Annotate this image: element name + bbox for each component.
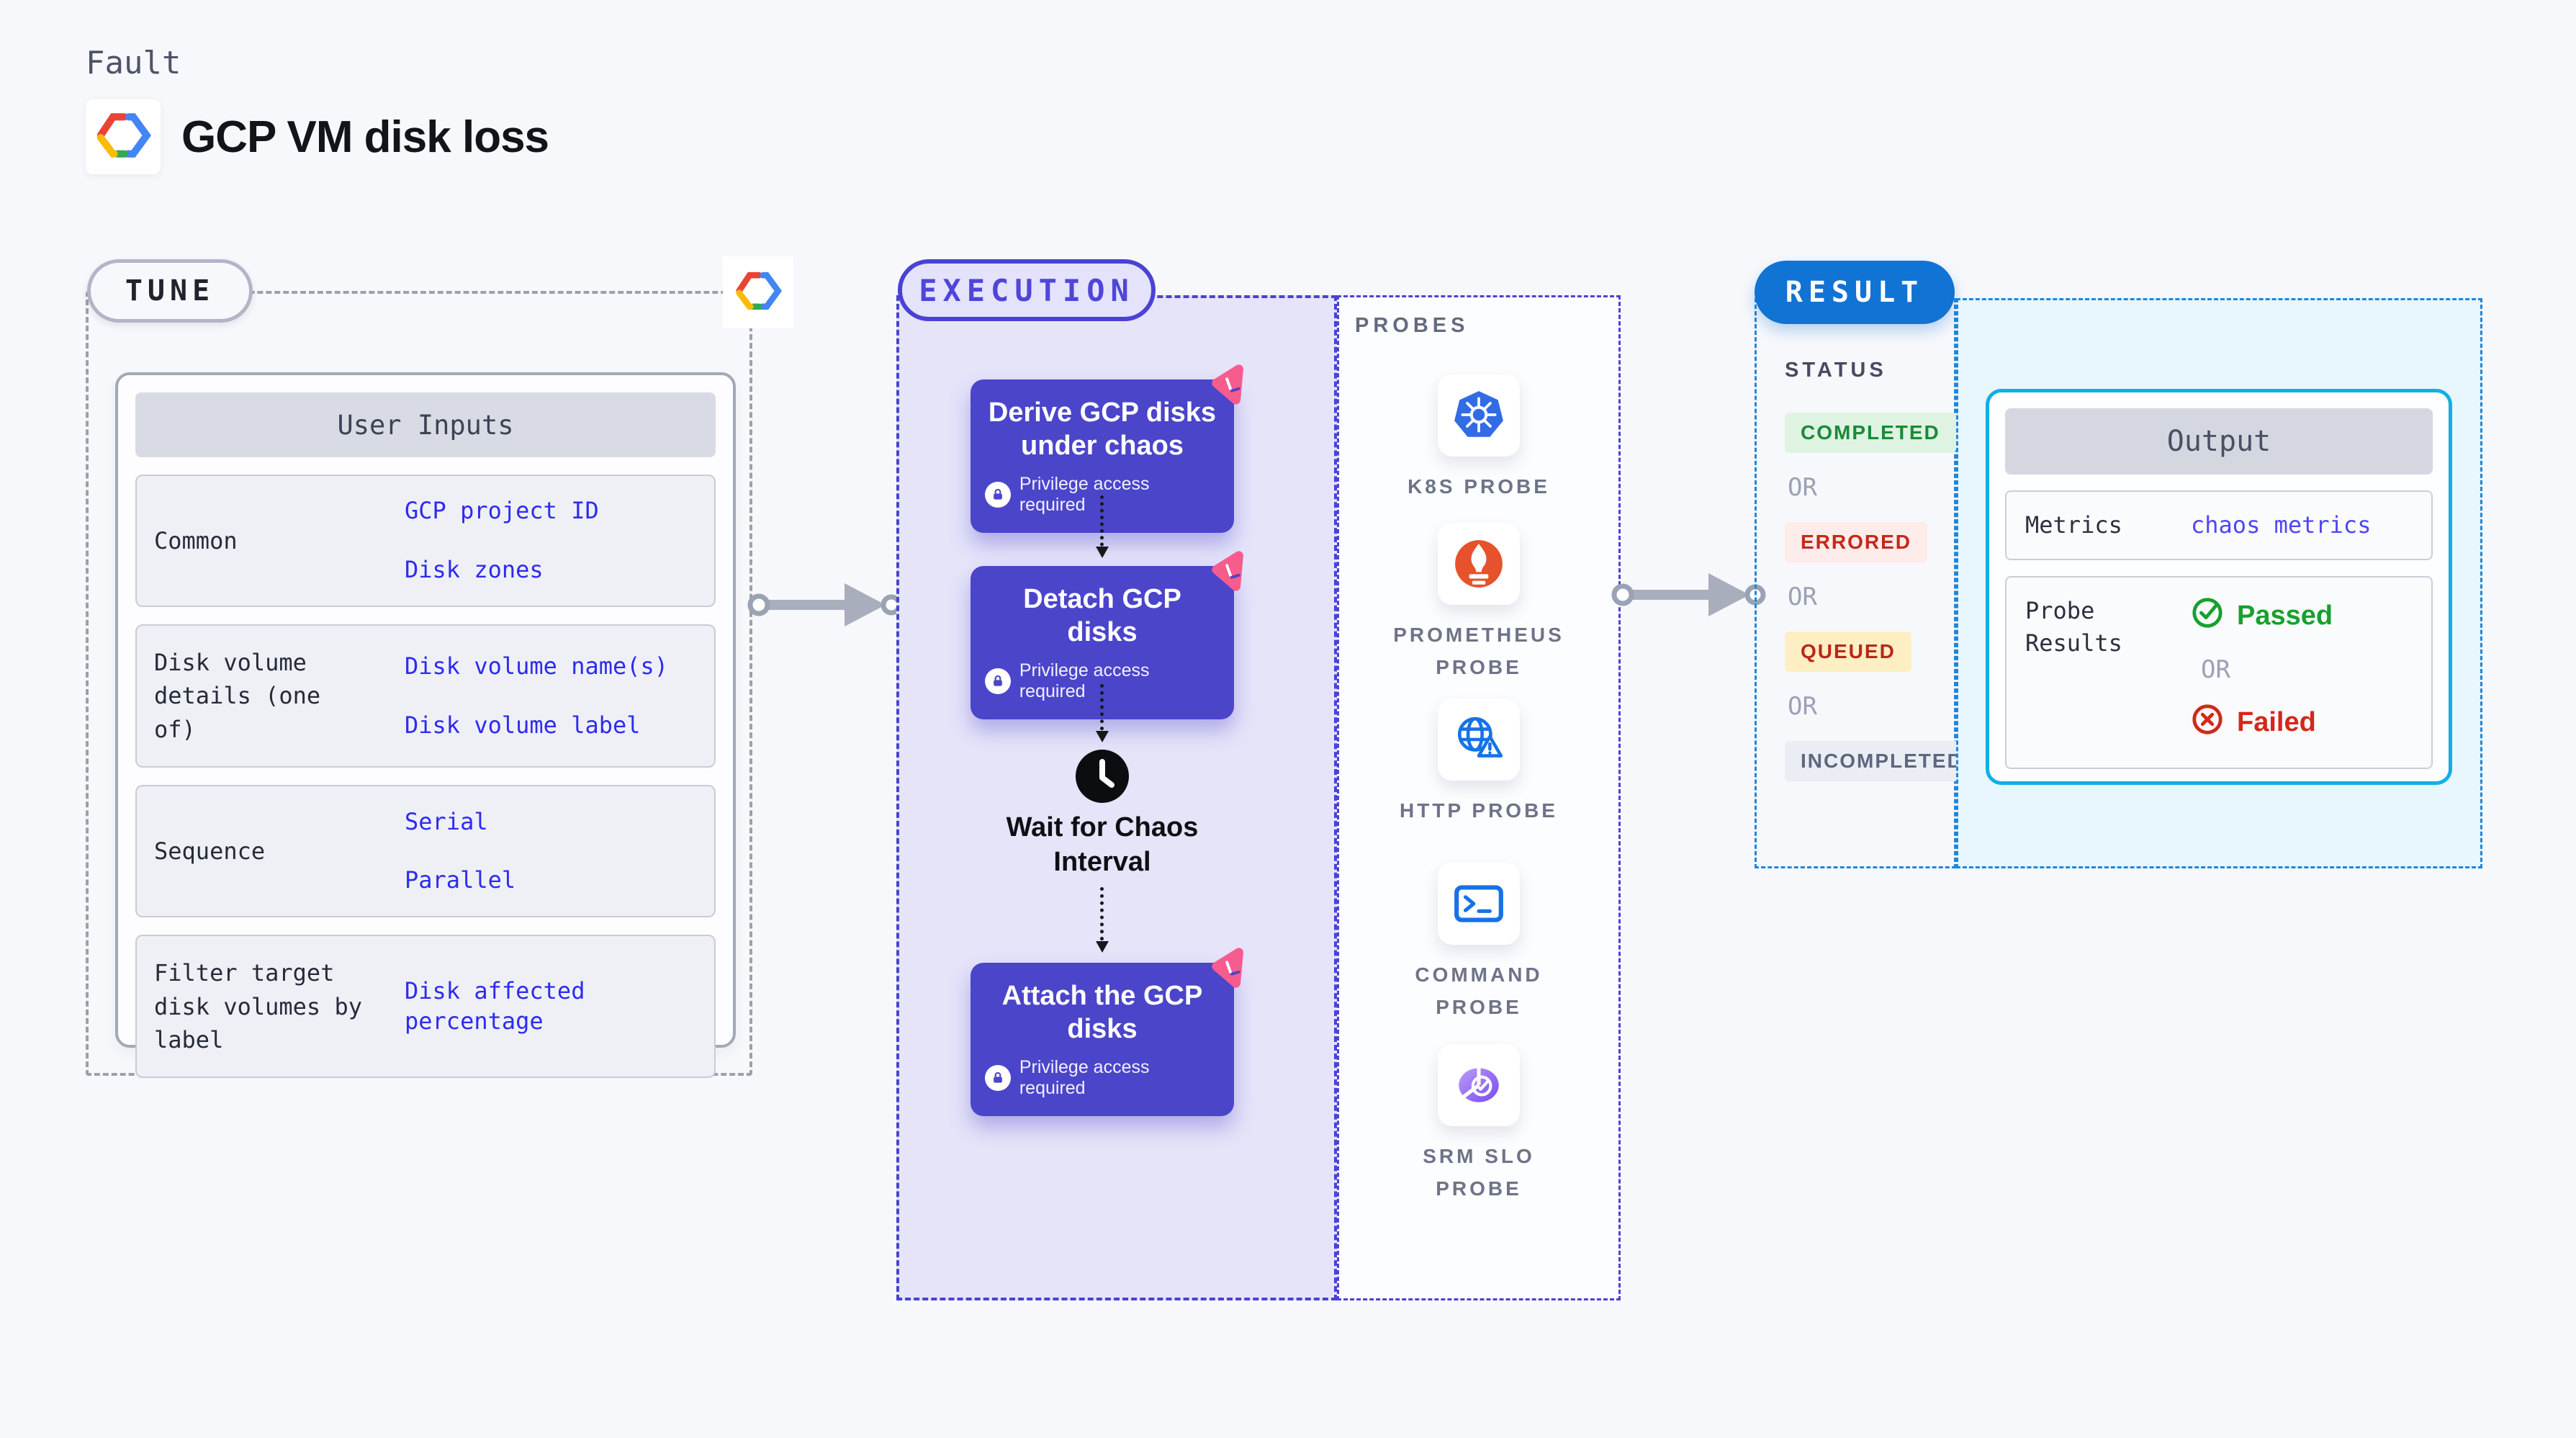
execution-to-result-arrow — [1611, 573, 1766, 616]
privilege-label: Privilege access required — [1019, 474, 1150, 516]
gcp-cloud-logo-small — [723, 256, 793, 328]
flow-connector — [1096, 887, 1109, 953]
probe-result-failed: Failed — [2191, 703, 2333, 743]
row-value: Serial — [405, 807, 488, 835]
chaos-fault-icon — [1208, 362, 1253, 407]
privilege-label: Privilege access required — [1019, 1057, 1150, 1099]
probe-item-prometheus: PROMETHEUS PROBE — [1337, 523, 1621, 684]
node-title: Detach GCP disks — [1023, 584, 1181, 647]
probe-label: K8S PROBE — [1408, 475, 1550, 498]
privilege-label: Privilege access required — [1019, 660, 1150, 702]
row-label: Sequence — [154, 837, 266, 865]
probe-label: PROMETHEUS PROBE — [1393, 624, 1564, 678]
probe-result-passed: Passed — [2191, 596, 2333, 637]
failed-label: Failed — [2237, 707, 2316, 738]
tune-to-execution-arrow — [747, 583, 902, 626]
page-title: GCP VM disk loss — [181, 112, 549, 162]
probes-title: PROBES — [1355, 314, 1469, 337]
lock-icon — [985, 482, 1011, 508]
chaos-fault-icon — [1208, 945, 1253, 990]
row-label: Disk volume details (one of) — [154, 649, 321, 743]
gcp-cloud-logo-icon — [734, 270, 782, 315]
lock-icon — [985, 668, 1011, 695]
user-input-row-sequence: Sequence Serial Parallel — [135, 785, 716, 918]
probe-label: SRM SLO PROBE — [1423, 1145, 1535, 1200]
passed-label: Passed — [2237, 601, 2333, 632]
tune-badge: TUNE — [87, 259, 253, 323]
probe-item-srm-slo: SRM SLO PROBE — [1337, 1044, 1621, 1205]
node-title: Derive GCP disks under chaos — [988, 397, 1217, 461]
result-badge: RESULT — [1755, 261, 1955, 324]
user-input-row-disk-volume-details: Disk volume details (one of) Disk volume… — [135, 624, 716, 768]
flow-connector — [1096, 495, 1109, 558]
slo-pie-check-icon — [1438, 1044, 1520, 1126]
privilege-note: Privilege access required — [985, 660, 1220, 702]
execution-badge: EXECUTION — [898, 259, 1156, 321]
output-header: Output — [2005, 408, 2433, 475]
prometheus-icon — [1438, 523, 1520, 605]
user-input-row-filter: Filter target disk volumes by label Disk… — [135, 935, 716, 1079]
probe-label: COMMAND PROBE — [1415, 963, 1543, 1018]
probe-item-command: COMMAND PROBE — [1337, 863, 1621, 1024]
output-card: Output Metrics chaos metrics Probe Resul… — [1986, 389, 2452, 785]
probe-item-k8s: K8S PROBE — [1337, 374, 1621, 503]
terminal-icon — [1438, 863, 1520, 945]
probes-section-box — [1337, 295, 1621, 1300]
clock-icon — [1073, 747, 1131, 805]
metrics-label: Metrics — [2025, 511, 2122, 539]
status-list: STATUS COMPLETED OR ERRORED OR QUEUED OR… — [1785, 359, 1979, 781]
status-badge-queued: QUEUED — [1785, 632, 1911, 672]
chaos-fault-icon — [1208, 549, 1253, 593]
status-badge-incompleted: INCOMPLETED — [1785, 741, 1979, 781]
user-inputs-header: User Inputs — [135, 392, 716, 457]
probe-label: HTTP PROBE — [1400, 799, 1558, 822]
metrics-row: Metrics chaos metrics — [2005, 490, 2433, 560]
x-circle-icon — [2191, 703, 2224, 743]
kubernetes-icon — [1438, 374, 1520, 457]
privilege-note: Privilege access required — [985, 1057, 1220, 1099]
privilege-note: Privilege access required — [985, 474, 1220, 516]
node-derive-gcp-disks: Derive GCP disks under chaos Privilege a… — [970, 364, 1243, 534]
row-value: Parallel — [405, 866, 516, 894]
or-label: OR — [1788, 473, 1817, 502]
flow-connector — [1096, 684, 1109, 742]
user-inputs-card: User Inputs Common GCP project ID Disk z… — [115, 372, 736, 1079]
row-value: Disk zones — [405, 556, 544, 583]
node-title: Attach the GCP disks — [1001, 981, 1203, 1044]
wait-for-chaos-interval-label: Wait for Chaos Interval — [1006, 812, 1199, 877]
fault-kind-label: Fault — [86, 45, 181, 81]
row-value: Disk volume label — [405, 711, 641, 739]
probe-results-label: Probe Results — [2025, 596, 2122, 657]
status-badge-completed: COMPLETED — [1785, 413, 1956, 453]
node-attach-gcp-disks: Attach the GCP disks Privilege access re… — [970, 948, 1243, 1117]
gcp-logo-card — [86, 99, 161, 174]
gcp-cloud-logo-icon — [95, 111, 151, 163]
probe-item-http: HTTP PROBE — [1337, 698, 1621, 827]
probe-results-row: Probe Results Passed OR — [2005, 575, 2433, 769]
metrics-value: chaos metrics — [2191, 511, 2372, 539]
user-input-row-common: Common GCP project ID Disk zones — [135, 475, 716, 607]
row-label: Common — [154, 526, 238, 554]
or-label: OR — [2201, 655, 2230, 684]
row-value: Disk affected percentage — [405, 977, 585, 1035]
row-label: Filter target disk volumes by label — [154, 959, 362, 1053]
lock-icon — [985, 1065, 1011, 1092]
status-title: STATUS — [1785, 359, 1887, 382]
row-value: Disk volume name(s) — [405, 652, 669, 680]
status-badge-errored: ERRORED — [1785, 522, 1928, 562]
check-circle-icon — [2191, 596, 2224, 637]
http-globe-warning-icon — [1438, 698, 1520, 781]
row-value: GCP project ID — [405, 497, 599, 525]
or-label: OR — [1788, 583, 1817, 611]
or-label: OR — [1788, 692, 1817, 721]
